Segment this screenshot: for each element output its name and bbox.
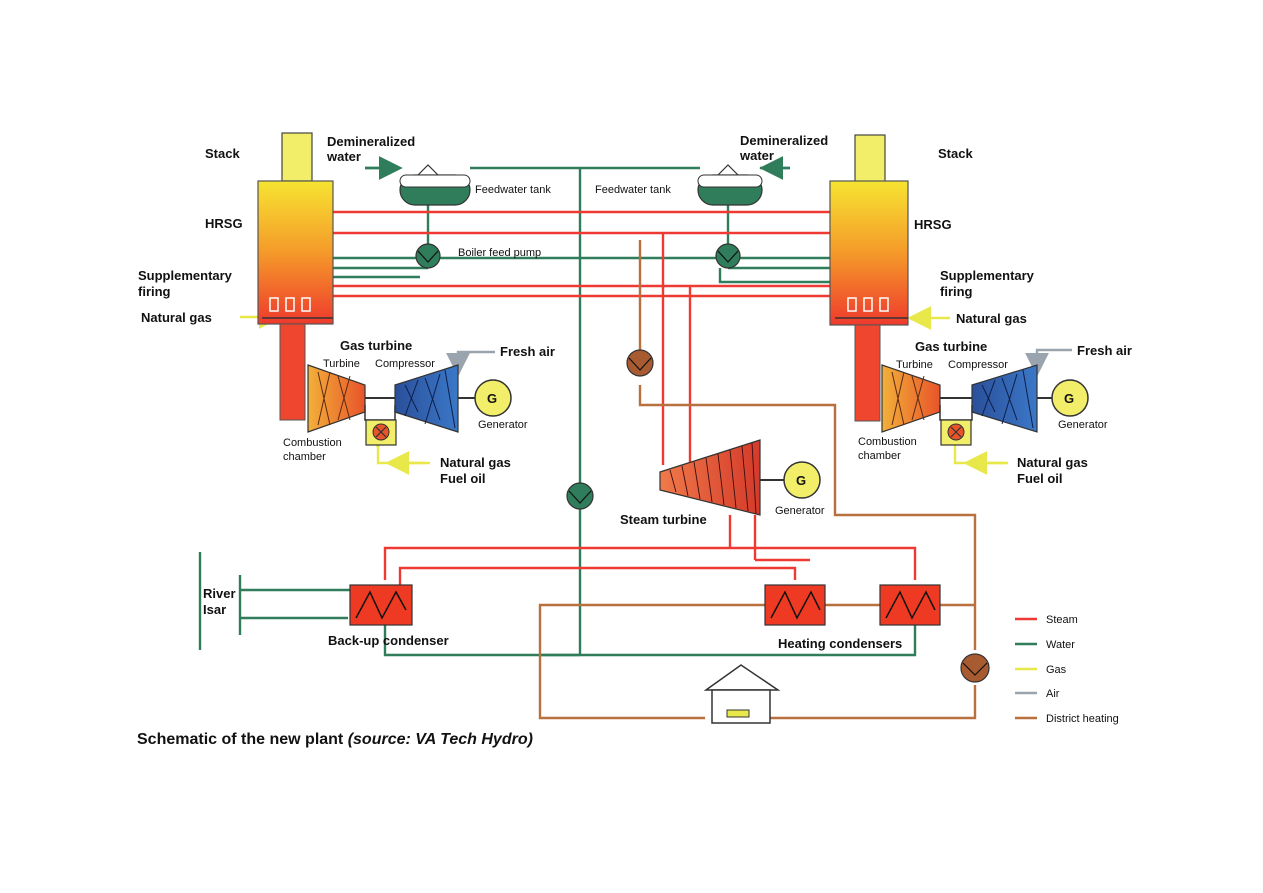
label-stack-left: Stack	[205, 146, 240, 161]
heating-condenser-2	[879, 584, 941, 626]
label-feedwater-right: Feedwater tank	[595, 184, 671, 196]
label-stack-right: Stack	[938, 146, 973, 161]
label-fuel-right-1: Natural gas	[1017, 455, 1088, 470]
gt-duct-right	[854, 324, 881, 422]
feedwater-tank-left	[399, 164, 471, 206]
label-turbine-right: Turbine	[896, 359, 933, 371]
burners-right	[847, 297, 889, 312]
svg-text:Water: Water	[1046, 639, 1075, 651]
label-boiler-feed-pump: Boiler feed pump	[458, 247, 541, 259]
label-generator-right: Generator	[1058, 419, 1108, 431]
district-heating-pump-top	[626, 349, 654, 377]
heating-condenser-1	[764, 584, 826, 626]
label-steam-turbine: Steam turbine	[620, 512, 707, 527]
label-feedwater-left: Feedwater tank	[475, 184, 551, 196]
label-fresh-air-left: Fresh air	[500, 344, 555, 359]
generator-left	[474, 379, 512, 417]
legend-item-gas: Gas	[1015, 664, 1067, 676]
label-hrsg-left: HRSG	[205, 216, 243, 231]
gt-duct-left	[279, 323, 306, 421]
label-supp-right-1: Supplementary	[940, 268, 1035, 283]
caption-source: (source: VA Tech Hydro)	[348, 731, 533, 748]
label-demin-right-1: Demineralized	[740, 133, 828, 148]
left-unit	[257, 132, 512, 446]
condensate-pump	[566, 482, 594, 510]
label-compressor-left: Compressor	[375, 358, 435, 370]
label-demin-left-2: water	[326, 149, 361, 164]
generator-right	[1051, 379, 1089, 417]
feedwater-tank-right	[697, 164, 763, 206]
label-natgas-right: Natural gas	[956, 311, 1027, 326]
district-heating-pump-bottom	[960, 653, 990, 683]
caption-main: Schematic of the new plant	[137, 731, 348, 748]
stack-right	[854, 134, 886, 184]
label-combustion-left-1: Combustion	[283, 437, 342, 449]
district-heating-pipes	[288, 240, 977, 720]
svg-text:District heating: District heating	[1046, 713, 1119, 725]
label-demin-right-2: water	[739, 148, 774, 163]
label-combustion-right-1: Combustion	[858, 436, 917, 448]
gas-turbine-turbine-right	[881, 364, 941, 433]
legend: Steam Water Gas Air District heating	[1015, 614, 1119, 725]
svg-text:Steam: Steam	[1046, 614, 1078, 626]
label-fuel-left-2: Fuel oil	[440, 471, 486, 486]
compressor-right	[971, 364, 1038, 433]
stack-left	[281, 132, 313, 182]
hrsg-right	[829, 180, 909, 326]
label-natgas-left: Natural gas	[141, 310, 212, 325]
label-gt-right: Gas turbine	[915, 339, 987, 354]
gen-symbol-left: G	[487, 391, 497, 406]
svg-text:Air: Air	[1046, 688, 1060, 700]
legend-item-water: Water	[1015, 639, 1075, 651]
label-generator-left: Generator	[478, 419, 528, 431]
label-fuel-right-2: Fuel oil	[1017, 471, 1063, 486]
compressor-left	[394, 364, 459, 433]
gas-turbine-turbine-left	[307, 364, 366, 433]
label-fuel-left-1: Natural gas	[440, 455, 511, 470]
label-heating-condensers: Heating condensers	[778, 636, 902, 651]
label-combustion-left-2: chamber	[283, 451, 326, 463]
label-supp-left-2: firing	[138, 284, 171, 299]
house-icon	[703, 664, 781, 724]
legend-item-air: Air	[1015, 688, 1060, 700]
label-hrsg-right: HRSG	[914, 217, 952, 232]
label-turbine-left: Turbine	[323, 358, 360, 370]
label-compressor-right: Compressor	[948, 359, 1008, 371]
burners-left	[269, 297, 311, 312]
label-river-1: River	[203, 586, 236, 601]
right-unit	[829, 134, 1089, 446]
steam-turbine	[659, 439, 785, 516]
boiler-feed-pump-left	[415, 243, 441, 269]
generator-center	[783, 461, 821, 499]
label-gt-left: Gas turbine	[340, 338, 412, 353]
figure-caption: Schematic of the new plant (source: VA T…	[137, 731, 533, 748]
backup-condenser	[349, 584, 413, 626]
label-river-2: Isar	[203, 602, 226, 617]
svg-text:Gas: Gas	[1046, 664, 1067, 676]
boiler-feed-pump-right	[715, 243, 741, 269]
label-combustion-right-2: chamber	[858, 450, 901, 462]
label-fresh-air-right: Fresh air	[1077, 343, 1132, 358]
legend-item-steam: Steam	[1015, 614, 1078, 626]
label-generator-center: Generator	[775, 505, 825, 517]
gen-symbol-right: G	[1064, 391, 1074, 406]
label-supp-right-2: firing	[940, 284, 973, 299]
gen-symbol-center: G	[796, 473, 806, 488]
label-demin-left-1: Demineralized	[327, 134, 415, 149]
legend-item-district-heating: District heating	[1015, 713, 1119, 725]
labels: Stack Stack Demineralized water Deminera…	[138, 133, 1132, 651]
label-supp-left-1: Supplementary	[138, 268, 233, 283]
river-isar	[198, 552, 242, 650]
label-backup-condenser: Back-up condenser	[328, 633, 449, 648]
